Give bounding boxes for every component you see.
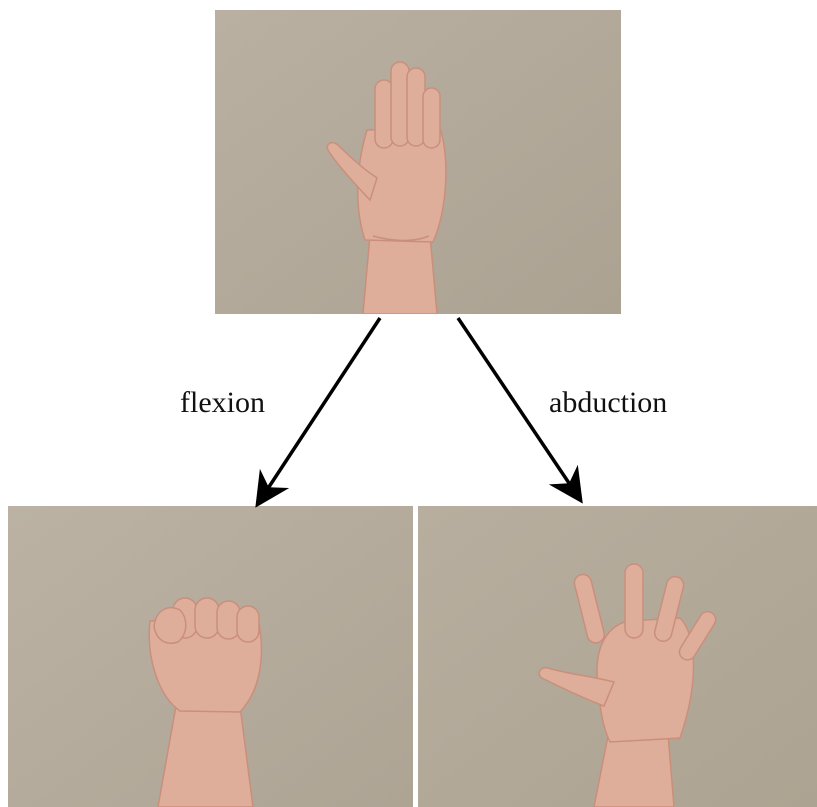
- open-hand-photo: [215, 10, 621, 314]
- spread-hand-photo: [418, 506, 817, 807]
- flexion-arrow: [263, 318, 380, 496]
- fist-photo: [8, 506, 413, 807]
- flexion-label: flexion: [180, 386, 265, 420]
- abduction-label: abduction: [549, 386, 667, 420]
